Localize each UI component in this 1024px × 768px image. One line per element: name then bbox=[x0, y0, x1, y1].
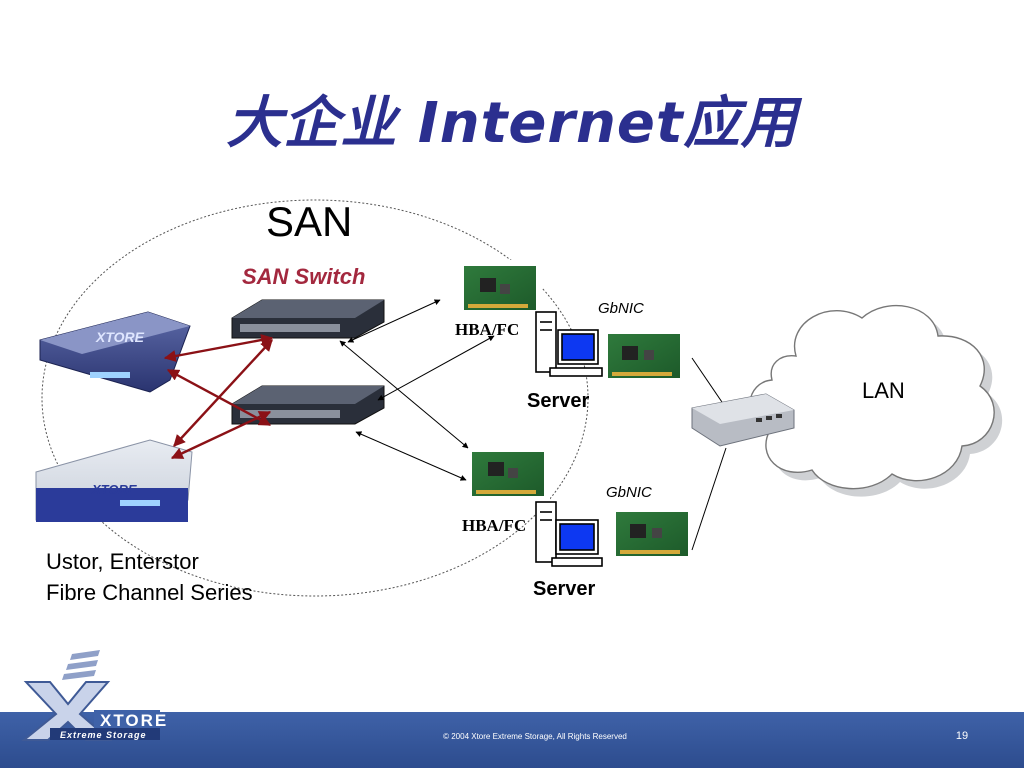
hba-card-icon bbox=[460, 260, 542, 316]
logo-tagline: Extreme Storage bbox=[60, 730, 147, 740]
san-switch-icon bbox=[231, 299, 385, 339]
storage-caption-line: Fibre Channel Series bbox=[46, 580, 253, 605]
hba-card-icon bbox=[468, 448, 550, 502]
lan-cloud-icon bbox=[749, 304, 1003, 497]
storage-array-icon: XTORE bbox=[39, 311, 191, 393]
page-number: 19 bbox=[955, 730, 969, 742]
gbnic-label: GbNIC bbox=[598, 300, 644, 317]
fc-links bbox=[163, 334, 274, 460]
san-boundary bbox=[41, 199, 589, 597]
lan-label: LAN bbox=[862, 378, 905, 403]
server-icon bbox=[535, 501, 603, 567]
lan-links bbox=[691, 357, 727, 551]
hba-label: HBA/FC bbox=[455, 320, 520, 339]
copyright-text: © 2004 Xtore Extreme Storage, All Rights… bbox=[443, 732, 627, 741]
san-switch-label: SAN Switch bbox=[242, 264, 366, 289]
server-label: Server bbox=[527, 390, 590, 412]
san-label: SAN bbox=[266, 198, 353, 245]
storage-caption-line: Ustor, Enterstor bbox=[46, 549, 199, 574]
storage-array-icon: XTORE bbox=[35, 439, 193, 522]
hba-label: HBA/FC bbox=[462, 516, 527, 535]
slide-title: 大企业 Internet应用 bbox=[226, 91, 798, 156]
logo-text: XTORE bbox=[100, 711, 168, 730]
gbnic-label: GbNIC bbox=[606, 484, 652, 501]
storage-caption: Ustor, Enterstor Fibre Channel Series bbox=[46, 546, 253, 608]
gbnic-card-icon bbox=[612, 506, 694, 562]
server-label: Server bbox=[533, 578, 596, 600]
network-diagram: XTORE XTORE bbox=[35, 199, 1003, 597]
footer-bar bbox=[0, 712, 1024, 768]
gbnic-card-icon bbox=[604, 328, 686, 384]
svg-text:XTORE: XTORE bbox=[95, 329, 145, 345]
server-icon bbox=[535, 311, 603, 377]
svg-text:XTORE: XTORE bbox=[91, 482, 137, 497]
lan-hub-icon bbox=[691, 393, 795, 447]
xtore-logo-icon: XTORE Extreme Storage bbox=[21, 650, 168, 741]
switch-hba-links bbox=[339, 299, 495, 481]
